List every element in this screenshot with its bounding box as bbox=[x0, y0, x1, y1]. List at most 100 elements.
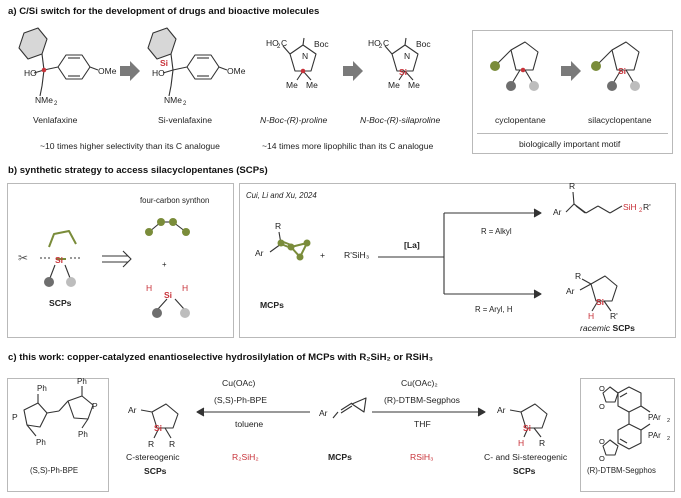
svg-text:R': R' bbox=[643, 202, 651, 212]
svg-text:Me: Me bbox=[388, 80, 400, 90]
svg-text:Si: Si bbox=[154, 423, 162, 433]
svg-text:2: 2 bbox=[639, 208, 643, 214]
svg-text:NMe: NMe bbox=[35, 95, 53, 105]
strategy-left-box bbox=[7, 183, 234, 338]
dtbm-segphos-structure bbox=[602, 386, 651, 456]
cyclopentane-label: cyclopentane bbox=[495, 115, 546, 125]
proline-structure bbox=[282, 37, 317, 81]
ph-bpe-box bbox=[7, 378, 109, 492]
silaproline-label: N-Boc-(R)-silaproline bbox=[360, 115, 441, 125]
svg-text:NMe: NMe bbox=[164, 95, 182, 105]
motif-box bbox=[472, 30, 673, 154]
lower-condition: R = Aryl, H bbox=[475, 305, 513, 314]
svg-text:Ph: Ph bbox=[77, 377, 87, 386]
segphos-box bbox=[580, 378, 675, 492]
svg-text:R: R bbox=[569, 181, 575, 191]
silane-reagent: R'SiH₃ bbox=[344, 250, 370, 260]
svg-text:HO: HO bbox=[368, 38, 381, 48]
svg-text:✂: ✂ bbox=[18, 251, 28, 265]
catalyst-label: [La] bbox=[404, 240, 420, 250]
svg-text:Si: Si bbox=[164, 290, 172, 300]
svg-text:Me: Me bbox=[286, 80, 298, 90]
four-carbon-synthon bbox=[145, 218, 190, 236]
svg-text:O: O bbox=[599, 437, 605, 446]
mcp-center-structure bbox=[332, 397, 367, 419]
right-solvent: THF bbox=[414, 419, 431, 429]
svg-text:O: O bbox=[599, 454, 605, 463]
plus-sign-b: + bbox=[320, 250, 326, 260]
svg-text:Me: Me bbox=[408, 80, 420, 90]
svg-text:P: P bbox=[92, 401, 98, 411]
svg-text:Ar: Ar bbox=[497, 405, 506, 415]
svg-text:R: R bbox=[275, 221, 281, 231]
racemic-scp-structure bbox=[579, 275, 618, 312]
upper-condition: R = Alkyl bbox=[481, 227, 512, 236]
si-venlafaxine-structure bbox=[147, 27, 228, 97]
strategy-right-box bbox=[239, 183, 676, 338]
svg-text:H: H bbox=[182, 283, 188, 293]
svg-text:P: P bbox=[12, 412, 18, 422]
svg-text:Ph: Ph bbox=[37, 384, 47, 393]
svg-text:HO: HO bbox=[24, 68, 37, 78]
left-product-desc: C-stereogenic bbox=[126, 452, 180, 462]
svg-text:Boc: Boc bbox=[416, 39, 431, 49]
section-b-heading: b) synthetic strategy to access silacycl… bbox=[8, 165, 268, 176]
left-ligand: (S,S)-Ph-BPE bbox=[214, 395, 268, 405]
racemic-scps-word: SCPs bbox=[612, 323, 635, 333]
motif-caption: biologically important motif bbox=[519, 139, 621, 149]
svg-text:C: C bbox=[383, 38, 389, 48]
silacyclopentane-motif bbox=[591, 41, 640, 91]
svg-text:Me: Me bbox=[306, 80, 318, 90]
svg-text:R: R bbox=[169, 439, 175, 449]
svg-text:R': R' bbox=[610, 311, 618, 321]
svg-text:OMe: OMe bbox=[98, 66, 117, 76]
right-product-desc: C- and Si-stereogenic bbox=[484, 452, 568, 462]
svg-text:Ar: Ar bbox=[319, 408, 328, 418]
left-product-label: SCPs bbox=[144, 466, 167, 476]
svg-text:Ar: Ar bbox=[566, 286, 575, 296]
section-a-heading: a) C/Si switch for the development of dr… bbox=[8, 6, 320, 17]
ph-bpe-structure bbox=[23, 386, 94, 437]
svg-text:SiH: SiH bbox=[623, 202, 637, 212]
svg-text:Si: Si bbox=[399, 67, 407, 77]
c-stereogenic-scp-structure bbox=[140, 403, 179, 439]
svg-text:H: H bbox=[518, 438, 524, 448]
scp-retro-structure bbox=[40, 230, 80, 287]
left-silane: R₂SiH₂ bbox=[232, 452, 259, 462]
venlafaxine-label: Venlafaxine bbox=[33, 115, 78, 125]
svg-text:Ph: Ph bbox=[36, 438, 46, 447]
silane-fragment bbox=[152, 298, 190, 318]
svg-text:Ar: Ar bbox=[255, 248, 264, 258]
right-silane: RSiH₃ bbox=[410, 452, 434, 462]
svg-text:Ar: Ar bbox=[128, 405, 137, 415]
svg-text:2: 2 bbox=[183, 101, 187, 107]
svg-text:2: 2 bbox=[667, 418, 670, 424]
svg-text:Si: Si bbox=[55, 255, 63, 265]
left-solvent: toluene bbox=[235, 419, 264, 429]
ph-bpe-label: (S,S)-Ph-BPE bbox=[30, 466, 79, 475]
mcps-label: MCPs bbox=[260, 300, 284, 310]
svg-text:Ar: Ar bbox=[553, 207, 562, 217]
racemic-scps-label: racemic SCPs bbox=[580, 323, 635, 333]
right-product-label: SCPs bbox=[513, 466, 536, 476]
synthon-label: four-carbon synthon bbox=[140, 196, 210, 205]
si-stereogenic-scp-structure bbox=[509, 403, 548, 438]
si-venlafaxine-label: Si-venlafaxine bbox=[158, 115, 212, 125]
svg-text:Si: Si bbox=[618, 66, 626, 76]
svg-text:Ph: Ph bbox=[78, 430, 88, 439]
svg-text:PAr: PAr bbox=[648, 413, 661, 422]
left-catalyst: Cu(OAc) bbox=[222, 378, 256, 388]
scps-label-left: SCPs bbox=[49, 298, 72, 308]
svg-text:R: R bbox=[148, 439, 154, 449]
motif-divider bbox=[477, 133, 668, 134]
svg-text:OMe: OMe bbox=[227, 66, 246, 76]
citation: Cui, Li and Xu, 2024 bbox=[246, 191, 317, 200]
proline-label: N-Boc-(R)-proline bbox=[260, 115, 328, 125]
svg-text:Si: Si bbox=[523, 423, 531, 433]
center-mcps-label: MCPs bbox=[328, 452, 352, 462]
racemic-word: racemic bbox=[580, 323, 611, 333]
svg-text:2: 2 bbox=[667, 436, 670, 442]
right-catalyst: Cu(OAc)₂ bbox=[401, 378, 438, 388]
silaproline-structure bbox=[384, 37, 419, 81]
